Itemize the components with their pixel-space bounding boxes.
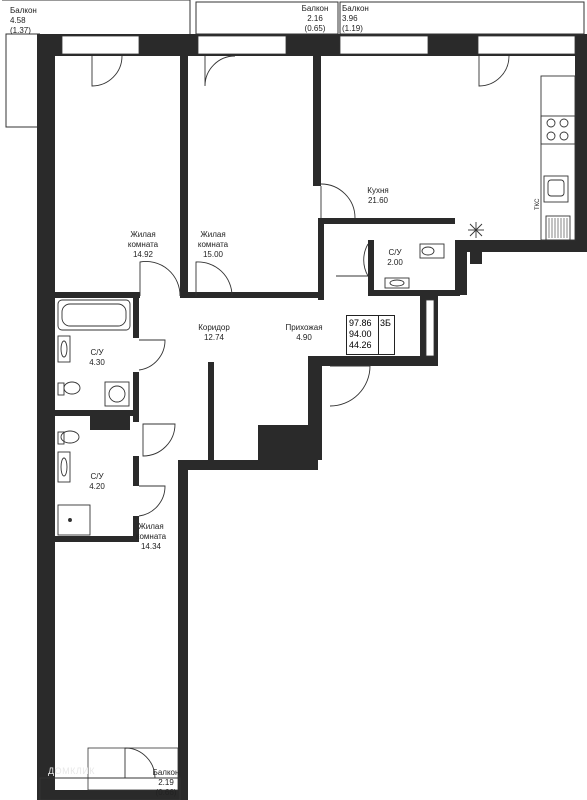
fixtures <box>57 75 576 536</box>
wc-small-label: С/У 2.00 <box>387 248 403 267</box>
area-summary: 97.86 94.00 44.26 3Б <box>346 315 395 355</box>
radiator <box>548 218 568 238</box>
corridor-label: Коридор 12.74 <box>198 323 230 342</box>
gas-label: ТКС <box>535 198 541 210</box>
living-room-1-label: Жилая комната 14.92 <box>127 230 159 259</box>
apartment-type: 3Б <box>380 318 391 328</box>
living-room-3-label: Жилая комната 14.34 <box>135 522 167 551</box>
windows <box>61 35 576 791</box>
hallway-label: Прихожая 4.90 <box>285 323 323 342</box>
walls <box>37 34 587 800</box>
balcony-mid-label: Балкон 2.16 (0.65) <box>301 4 329 33</box>
wc-bottom-label: С/У 4.20 <box>89 472 105 491</box>
balcony-bottom-label: Балкон 2.19 (0.66) <box>152 768 180 797</box>
kitchen-label: Кухня 21.60 <box>367 186 389 205</box>
doors <box>91 55 510 779</box>
balcony-left-label: Балкон 4.58 (1.37) <box>10 6 37 35</box>
wc-top-label: С/У 4.30 <box>89 348 105 367</box>
living-area: 44.26 <box>349 340 372 350</box>
living-room-2-label: Жилая комната 15.00 <box>197 230 229 259</box>
watermark: ДОМКЛИК <box>48 766 95 776</box>
total-area: 94.00 <box>349 329 372 339</box>
total-with-balcony: 97.86 <box>349 318 372 328</box>
balcony-right-label: Балкон 3.96 (1.19) <box>342 4 369 33</box>
ventilation-shaft <box>425 299 435 357</box>
